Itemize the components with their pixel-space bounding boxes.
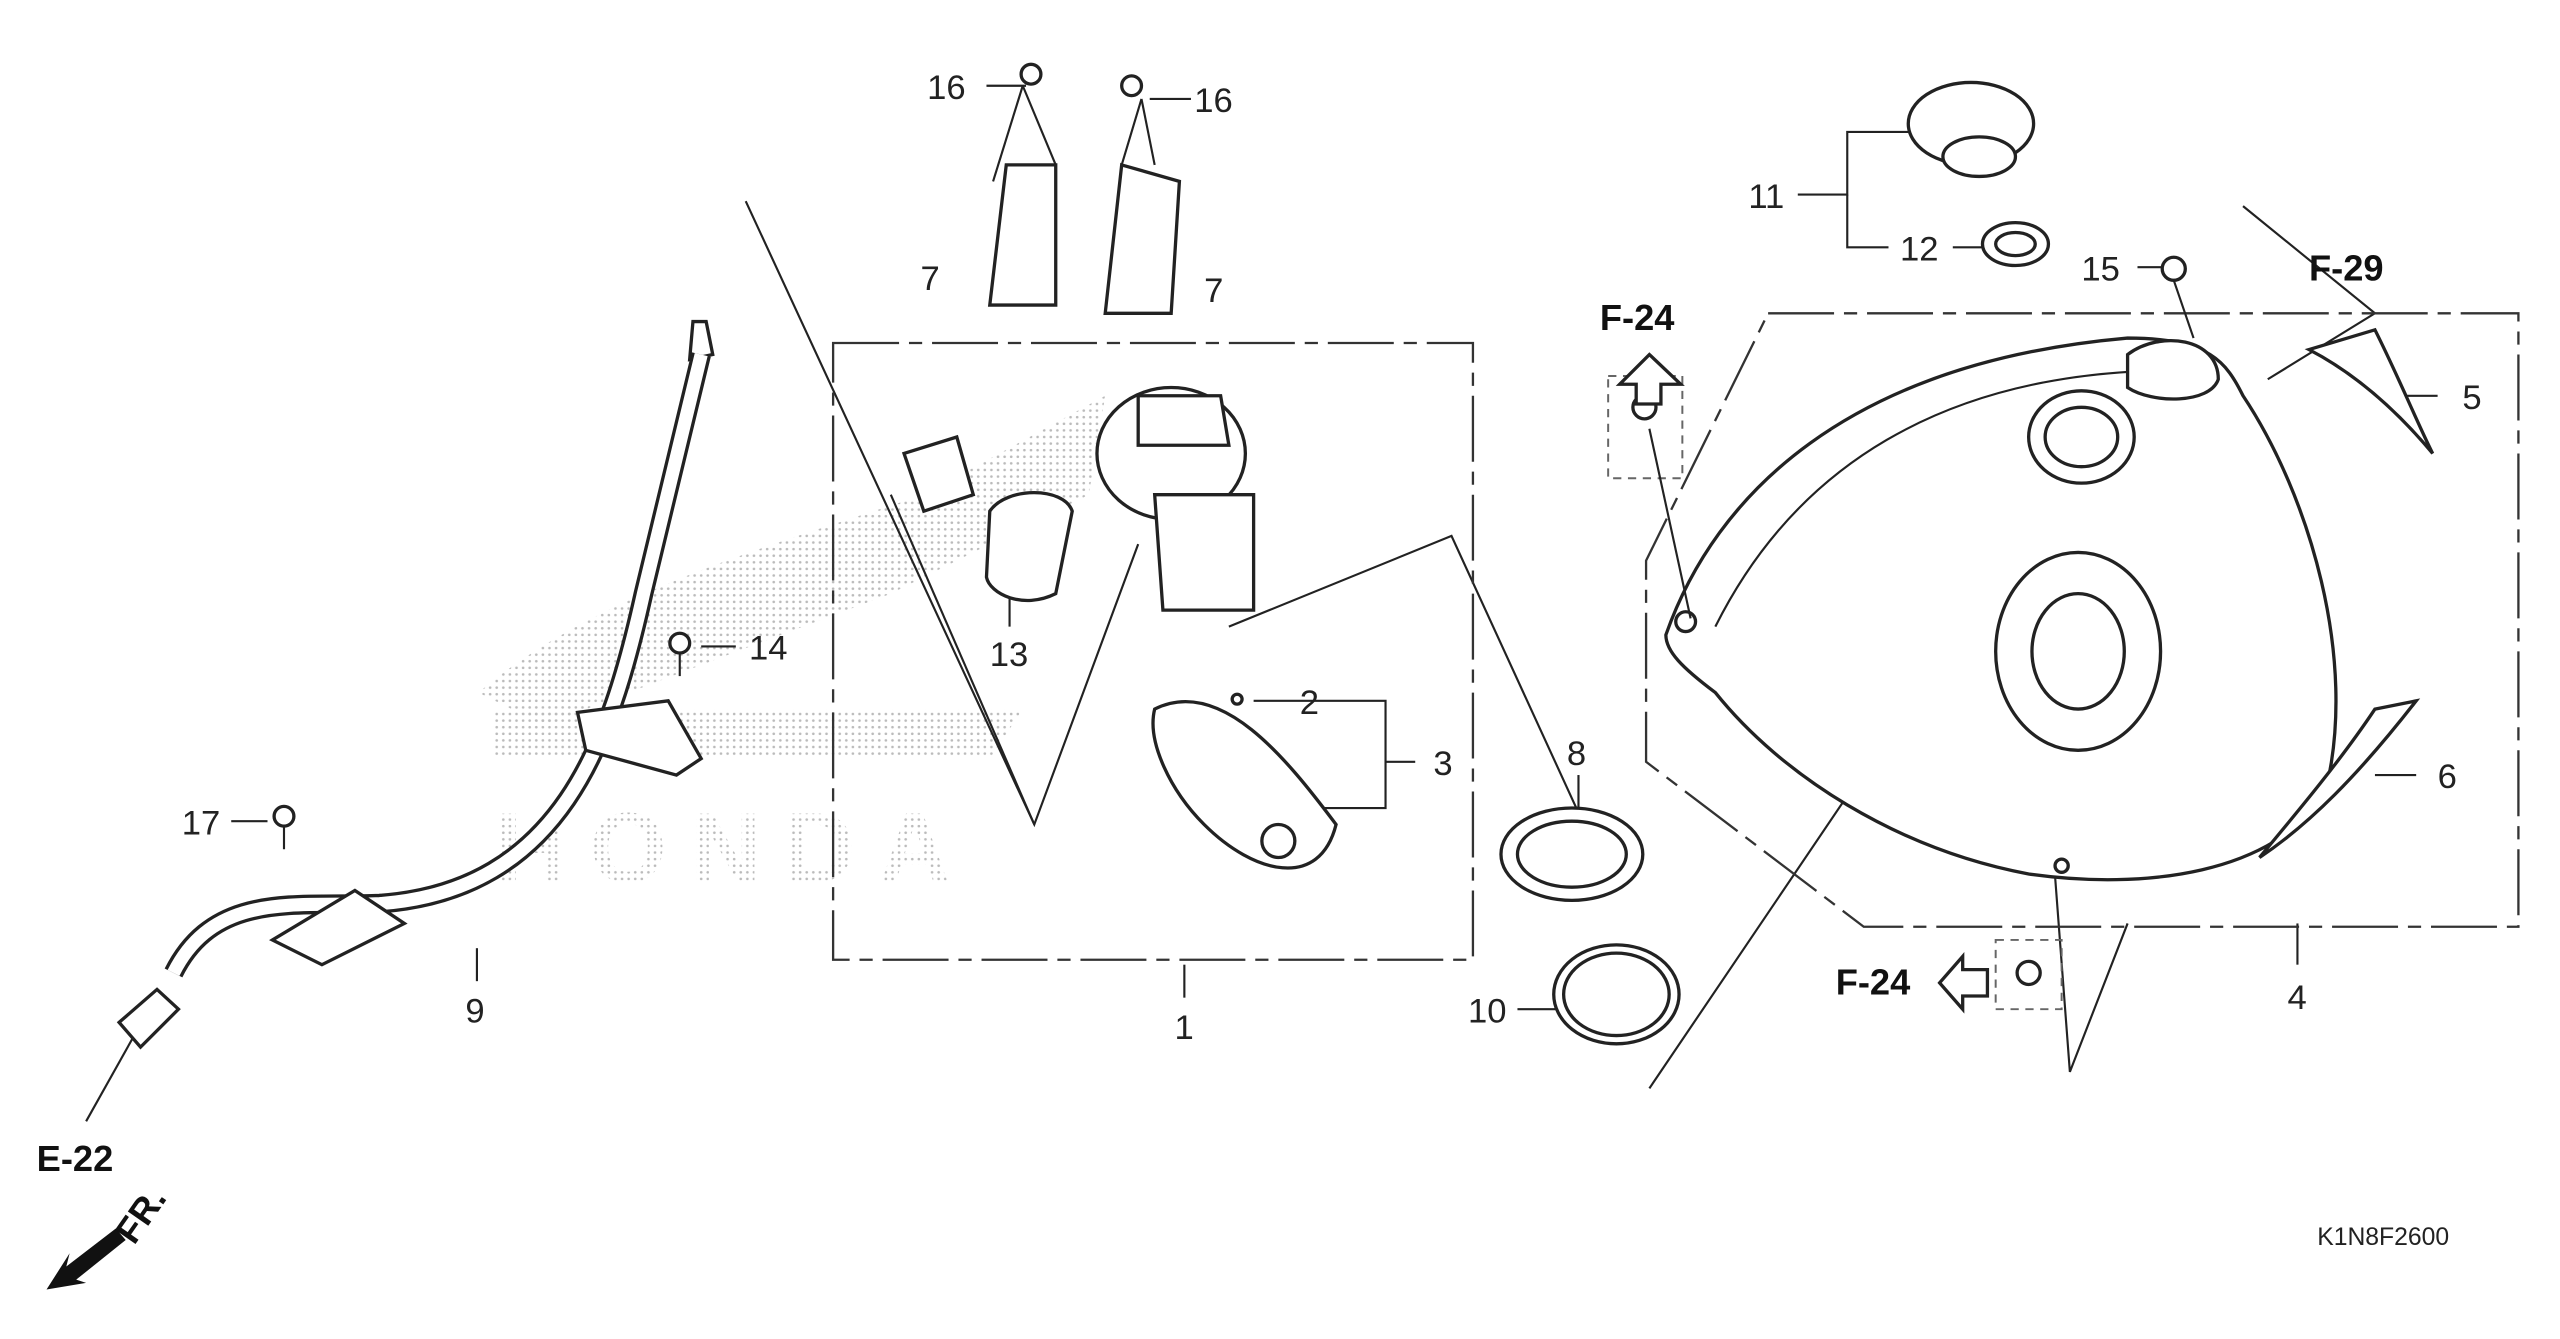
figure-code: K1N8F2600 xyxy=(2317,1224,2449,1251)
reference-e22[interactable]: E-22 xyxy=(37,1138,114,1179)
reference-f24-bottom[interactable]: F-24 xyxy=(1836,961,1911,1002)
fuel-hose xyxy=(85,319,715,1122)
arrow-left-icon xyxy=(1937,952,1990,1014)
fuel-pump-assembly-frame xyxy=(831,341,1475,961)
callout-16a[interactable]: 16 xyxy=(927,69,966,107)
callout-7b[interactable]: 7 xyxy=(1204,272,1223,310)
callout-2[interactable]: 2 xyxy=(1300,684,1319,722)
callout-4[interactable]: 4 xyxy=(2288,979,2307,1017)
callout-10[interactable]: 10 xyxy=(1468,992,1507,1030)
callout-7a[interactable]: 7 xyxy=(921,260,940,298)
callout-11[interactable]: 11 xyxy=(1748,178,1784,216)
fuel-tank xyxy=(1607,80,2435,1011)
callout-16b[interactable]: 16 xyxy=(1194,82,1233,120)
fuel-tank-frame xyxy=(1644,312,2520,928)
callout-17[interactable]: 17 xyxy=(182,804,221,842)
callout-12[interactable]: 12 xyxy=(1900,231,1939,269)
fuel-pump-parts xyxy=(272,62,1681,1046)
callout-14[interactable]: 14 xyxy=(749,630,787,668)
callout-13[interactable]: 13 xyxy=(990,636,1029,674)
arrow-up-icon xyxy=(1615,352,1685,406)
callout-8[interactable]: 8 xyxy=(1567,735,1586,773)
callout-1[interactable]: 1 xyxy=(1174,1009,1193,1047)
reference-f29[interactable]: F-29 xyxy=(2309,247,2384,288)
reference-f24-top[interactable]: F-24 xyxy=(1600,297,1675,338)
callout-15[interactable]: 15 xyxy=(2081,250,2120,288)
callout-6[interactable]: 6 xyxy=(2438,758,2457,796)
callout-3[interactable]: 3 xyxy=(1433,745,1452,783)
callout-9[interactable]: 9 xyxy=(465,992,484,1030)
callout-5[interactable]: 5 xyxy=(2462,379,2481,417)
front-arrow-icon xyxy=(46,1228,126,1290)
callout-labels: 1 2 3 4 5 6 7 7 8 9 10 11 12 13 14 15 16… xyxy=(182,69,2482,1047)
leader-lines xyxy=(231,84,2438,1089)
